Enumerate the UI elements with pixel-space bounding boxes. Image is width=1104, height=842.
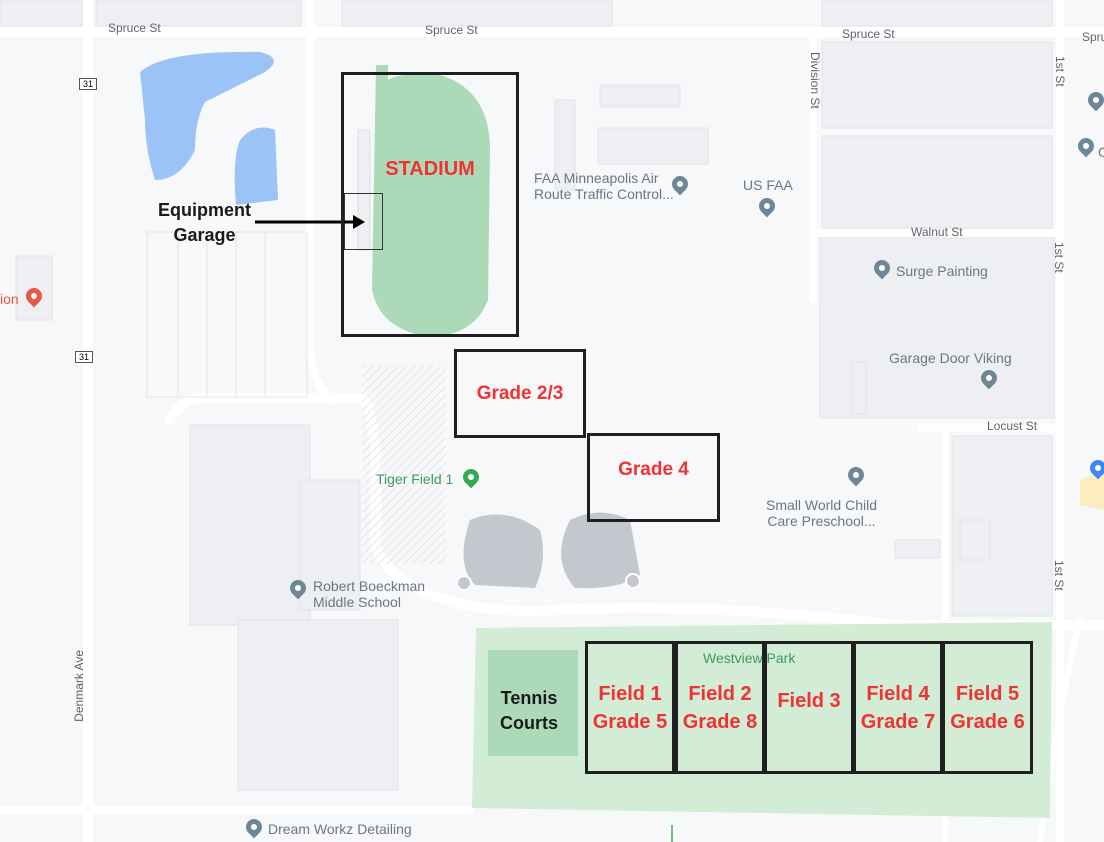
street-label-spruce: Spru [1082, 30, 1104, 44]
field-grade: Grade 8 [682, 710, 758, 733]
route-shield-31: 31 [75, 351, 94, 363]
street-label-spruce: Spruce St [108, 21, 161, 35]
poi-us-faa[interactable]: US FAA [743, 177, 793, 193]
street-label-division: Division St [808, 52, 822, 109]
ballfield-2 [561, 512, 640, 589]
grade-2-3-box: Grade 2/3 [454, 349, 586, 438]
road-loop [165, 393, 1104, 630]
poi-small-world[interactable]: Small World Child Care Preschool... [766, 497, 877, 529]
street-label-walnut: Walnut St [911, 225, 963, 239]
field-name: Field 5 [955, 682, 1020, 705]
grade-4-label: Grade 4 [618, 459, 689, 480]
stadium-label: STADIUM [385, 158, 475, 180]
grade-2-3-label: Grade 2/3 [476, 382, 564, 404]
field-1-box: Field 1 Grade 5 [585, 641, 675, 774]
field-name: Field 4 [866, 682, 930, 705]
street-label-1st: 1st St [1053, 56, 1067, 87]
poi-faa-center[interactable]: FAA Minneapolis Air Route Traffic Contro… [534, 170, 674, 202]
arrow-right-icon [255, 215, 365, 229]
pond-south [234, 127, 278, 205]
field-name: Field 3 [777, 690, 841, 712]
field-grade: Grade 5 [592, 710, 668, 733]
field-name: Field 2 [688, 682, 752, 705]
route-shield-31: 31 [79, 78, 98, 90]
field-4-box: Field 4 Grade 7 [853, 641, 943, 774]
street-label-locust: Locust St [987, 419, 1038, 433]
poi-tiger-field[interactable]: Tiger Field 1 [376, 471, 454, 487]
field-grade: Grade 6 [950, 710, 1025, 733]
field-3-box: Field 3 [764, 641, 854, 774]
poi-surge-painting[interactable]: Surge Painting [896, 263, 988, 279]
field-5-box: Field 5 Grade 6 [942, 641, 1033, 774]
street-label-denmark: Denmark Ave [72, 650, 86, 722]
street-label-spruce: Spruce St [425, 23, 478, 37]
field-grade: Grade 7 [860, 710, 936, 733]
road-west [306, 0, 334, 404]
stadium-track [372, 65, 490, 337]
street-label-1st: 1st St [1052, 560, 1066, 591]
poi-dream-workz[interactable]: Dream Workz Detailing [268, 821, 412, 837]
poi-cut-left[interactable]: ion [0, 291, 19, 307]
pond-north [140, 51, 274, 181]
field-2-box: Field 2 Grade 8 [675, 641, 765, 774]
tennis-courts-area [488, 650, 578, 756]
poi-garage-door-viking[interactable]: Garage Door Viking [889, 350, 1012, 366]
street-label-spruce: Spruce St [842, 27, 895, 41]
tennis-courts-label: Tennis Courts [500, 688, 558, 733]
street-label-1st: 1st St [1052, 242, 1066, 273]
ballfield-1 [463, 514, 544, 588]
poi-cut-right[interactable]: C [1098, 144, 1104, 160]
grade-4-box: Grade 4 [587, 433, 720, 522]
poi-boeckman[interactable]: Robert Boeckman Middle School [313, 578, 426, 610]
tiger-field-area [362, 366, 446, 564]
equipment-garage-label: Equipment Garage [158, 200, 251, 245]
stadium-box: STADIUM [341, 72, 519, 337]
poi-westview-park[interactable]: Westview Park [703, 650, 796, 666]
field-name: Field 1 [598, 682, 662, 705]
